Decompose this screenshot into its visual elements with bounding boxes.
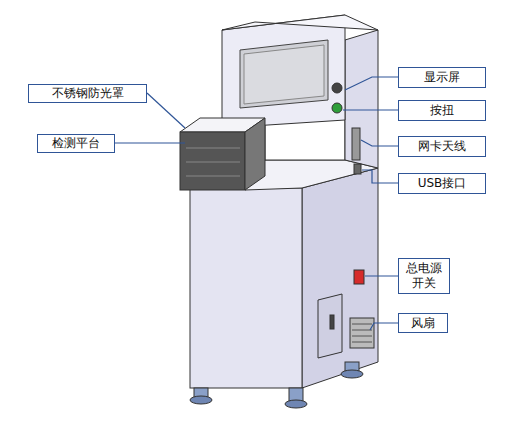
label-text-group: USB接口 bbox=[418, 176, 467, 191]
leader-lines bbox=[115, 77, 398, 330]
housing-side bbox=[345, 30, 378, 168]
label-text-group: 总电源 开关 bbox=[399, 261, 449, 291]
usb-port bbox=[354, 164, 361, 174]
leader-line bbox=[343, 109, 398, 110]
callout-label: 不锈钢防光罩 bbox=[28, 84, 147, 103]
leader-line bbox=[362, 170, 398, 183]
screen bbox=[240, 40, 328, 108]
callout-text: 按扭 bbox=[430, 103, 454, 118]
shield-line bbox=[186, 162, 240, 163]
shield-side bbox=[245, 118, 265, 190]
label-text-group: 显示屏 bbox=[424, 70, 460, 85]
leader-line bbox=[365, 275, 398, 276]
antenna-port bbox=[352, 128, 360, 160]
shield-line bbox=[186, 148, 240, 149]
callout-text: 显示屏 bbox=[424, 70, 460, 85]
leader-line bbox=[115, 142, 185, 143]
callout-label: 总电源 开关 bbox=[398, 258, 450, 294]
callout-label: 风扇 bbox=[398, 313, 448, 333]
leader-line bbox=[370, 323, 398, 330]
monitor-panel bbox=[222, 15, 345, 128]
callout-label: 按扭 bbox=[398, 100, 486, 121]
foot bbox=[285, 400, 307, 408]
label-text-group: 不锈钢防光罩 bbox=[52, 86, 124, 101]
screen-inner bbox=[244, 45, 324, 104]
callout-text: USB接口 bbox=[418, 176, 467, 191]
callout-text: 风扇 bbox=[411, 316, 435, 331]
label-text-group: 风扇 bbox=[411, 316, 435, 331]
leader-line bbox=[345, 77, 398, 90]
cabinet-front bbox=[190, 188, 302, 388]
knob bbox=[332, 83, 342, 93]
callout-text: 检测平台 bbox=[52, 136, 100, 151]
foot bbox=[190, 396, 212, 404]
cabinet bbox=[180, 15, 378, 408]
cabinet-side bbox=[302, 168, 378, 388]
label-text-group: 检测平台 bbox=[52, 136, 100, 151]
side-door bbox=[318, 294, 342, 358]
fan bbox=[350, 318, 374, 348]
callout-label: 显示屏 bbox=[398, 67, 486, 88]
fan-grill bbox=[352, 324, 372, 325]
shield-front bbox=[180, 132, 245, 190]
callout-label: 检测平台 bbox=[37, 134, 115, 153]
leader-line bbox=[147, 93, 185, 128]
fan-grill bbox=[352, 342, 372, 343]
shield-line bbox=[186, 176, 240, 177]
callout-text: 总电源 开关 bbox=[399, 261, 449, 291]
monitor-top bbox=[222, 15, 378, 30]
callout-text: 网卡天线 bbox=[418, 139, 466, 154]
leader-line bbox=[361, 140, 398, 146]
button bbox=[332, 103, 342, 113]
callout-label: 网卡天线 bbox=[398, 136, 486, 157]
label-text-group: 网卡天线 bbox=[418, 139, 466, 154]
callout-text: 不锈钢防光罩 bbox=[52, 86, 124, 101]
label-text-group: 按扭 bbox=[430, 103, 454, 118]
power-switch bbox=[354, 270, 364, 284]
foot bbox=[341, 370, 363, 378]
fan-grill bbox=[352, 336, 372, 337]
door-lock bbox=[330, 315, 334, 329]
callout-label: USB接口 bbox=[398, 173, 486, 194]
fan-grill bbox=[352, 330, 372, 331]
